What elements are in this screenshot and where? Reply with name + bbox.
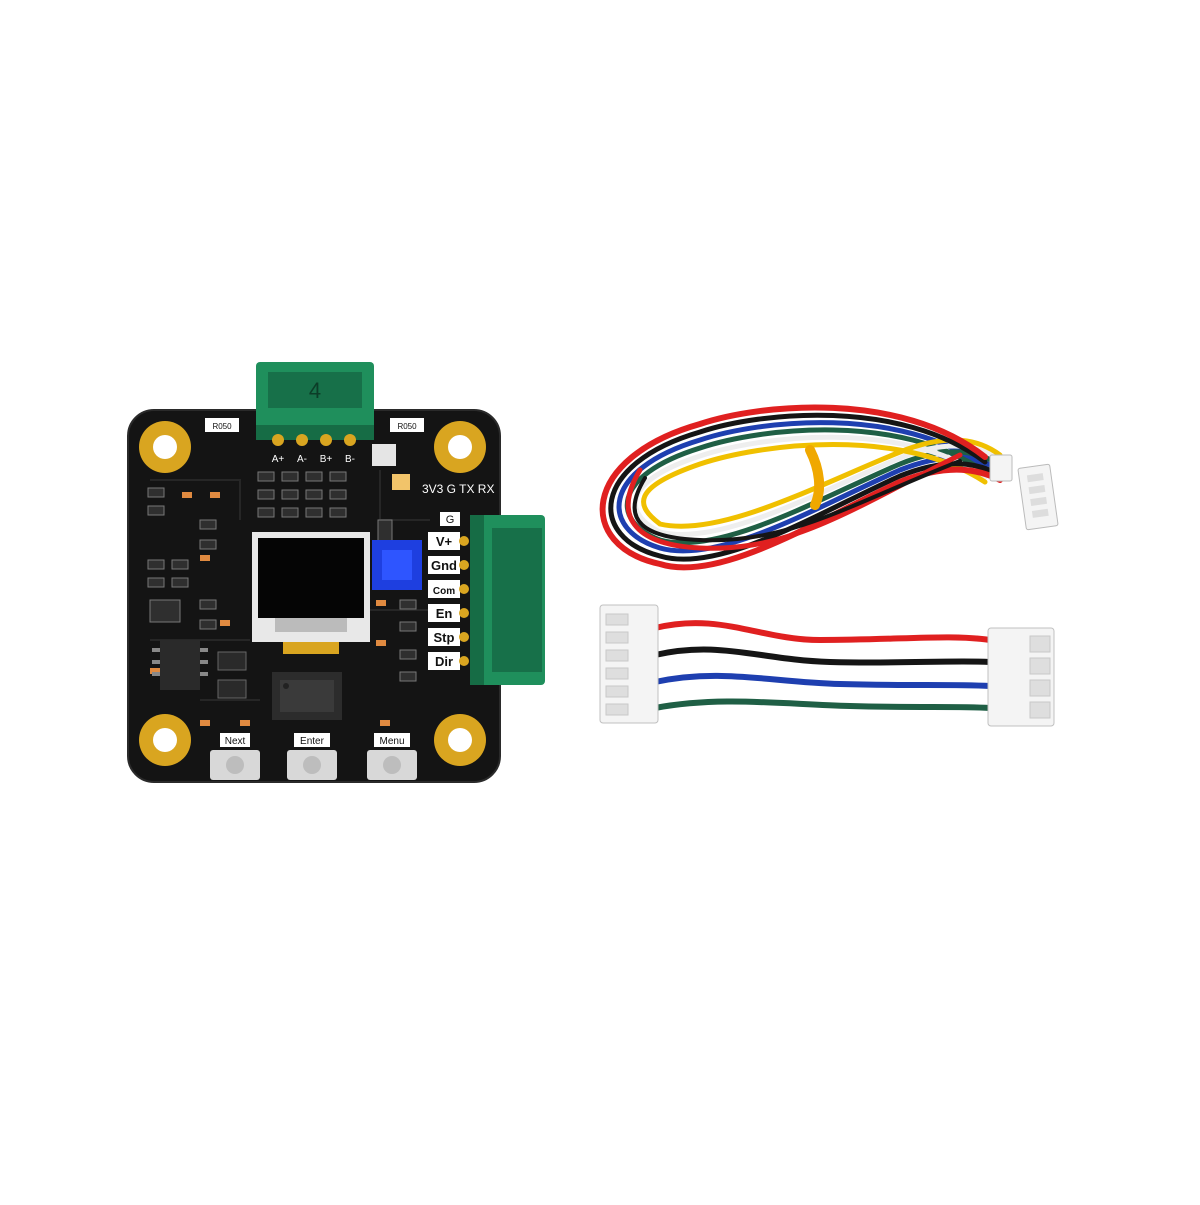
motor-pin-label: B+ <box>320 454 333 465</box>
motor-pin-label: B- <box>345 454 355 465</box>
enter-button[interactable]: Enter <box>287 733 337 780</box>
button-label: Next <box>225 736 246 747</box>
control-pin-label: Com <box>433 586 455 597</box>
button-label: Enter <box>300 736 325 747</box>
potentiometer <box>372 540 422 590</box>
button-label: Menu <box>379 736 404 747</box>
control-pin-label: Dir <box>435 654 453 669</box>
motor-connector: 4 <box>256 362 374 440</box>
control-pin-label: Gnd <box>431 558 457 573</box>
mounting-hole-icon <box>139 421 191 473</box>
uart-label: 3V3 G TX RX <box>422 482 494 496</box>
cable-connector <box>1017 463 1059 531</box>
cable-connector <box>599 604 659 724</box>
driver-chip <box>272 672 342 720</box>
oled-display <box>252 532 370 654</box>
next-button[interactable]: Next <box>210 733 260 780</box>
straight-cable <box>652 620 993 711</box>
coiled-cable <box>599 404 1003 571</box>
mounting-hole-icon <box>434 714 486 766</box>
cable-connector <box>989 454 1013 482</box>
control-pin-label: En <box>436 606 453 621</box>
cable-connector <box>987 627 1055 727</box>
resistor-mark: R050 <box>212 422 232 431</box>
mounting-hole-icon <box>434 421 486 473</box>
motor-pin-label: A+ <box>272 454 285 465</box>
control-ground-label: G <box>446 514 455 526</box>
stepper-driver-board: 4 A+ A- B+ B- R050 R050 <box>127 362 545 783</box>
control-connector <box>470 515 545 685</box>
control-pin-label: Stp <box>434 630 455 645</box>
resistor-mark: R050 <box>397 422 417 431</box>
mounting-hole-icon <box>139 714 191 766</box>
menu-button[interactable]: Menu <box>367 733 417 780</box>
motor-pin-label: A- <box>297 454 307 465</box>
control-pin-label: V+ <box>436 534 453 549</box>
motor-connector-label: 4 <box>309 378 321 403</box>
